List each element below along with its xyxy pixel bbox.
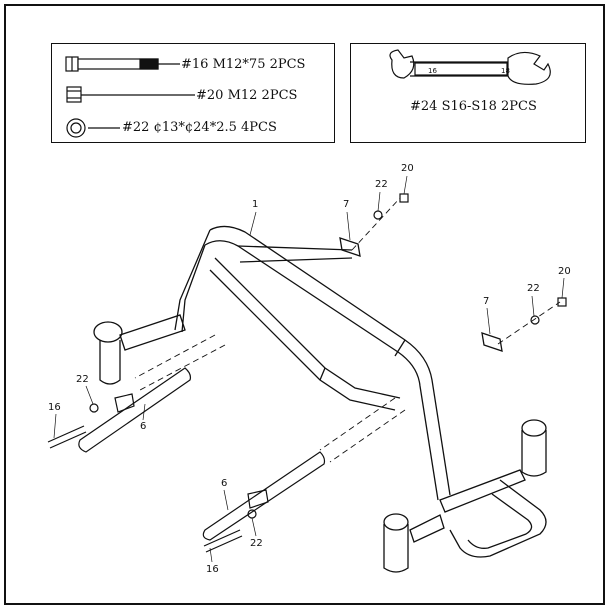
wrench-mark-right: 18: [501, 67, 510, 75]
tool-box: [350, 43, 586, 143]
nut-icon: [66, 86, 195, 103]
bolt-left: [47, 425, 87, 449]
bar-left: [78, 367, 192, 453]
bolt-spec-label: #16 M12*75 2PCS: [181, 57, 306, 72]
washer-right: [530, 315, 540, 325]
callout-washer-22-right: 22: [527, 283, 540, 294]
callout-nut-20-top: 20: [401, 163, 414, 174]
bolt-bottom: [203, 529, 243, 553]
nut-top: [399, 193, 409, 203]
wrench-mark-left: 16: [428, 67, 437, 75]
callout-washer-22-bottom: 22: [250, 538, 263, 549]
bolt-icon: [65, 56, 180, 72]
callout-bar-6-left: 6: [140, 421, 147, 432]
callout-bolt-16-bottom: 16: [206, 564, 219, 575]
wrench-icon: [389, 49, 551, 85]
wrench-spec-label: #24 S16-S18 2PCS: [410, 99, 537, 114]
washer-top: [373, 210, 383, 220]
washer-left: [89, 403, 99, 413]
callout-bracket-7-right: 7: [483, 296, 490, 307]
washer-spec-label: #22 ¢13*¢24*2.5 4PCS: [122, 120, 277, 135]
hardware-parts-box: [51, 43, 335, 143]
callout-bracket-7-top: 7: [343, 199, 350, 210]
callout-nut-20-right: 20: [558, 266, 571, 277]
nut-spec-label: #20 M12 2PCS: [196, 88, 298, 103]
callout-bar-6-bottom: 6: [221, 478, 228, 489]
bar-bottom: [202, 451, 326, 541]
callout-washer-22-top: 22: [375, 179, 388, 190]
main-frame: [93, 225, 547, 573]
assembly-guides: [134, 197, 561, 463]
washer-icon: [66, 118, 120, 138]
callout-frame-1: 1: [252, 199, 259, 210]
callout-bolt-16-left: 16: [48, 402, 61, 413]
callout-washer-22-left: 22: [76, 374, 89, 385]
drawing-border: [4, 4, 605, 605]
